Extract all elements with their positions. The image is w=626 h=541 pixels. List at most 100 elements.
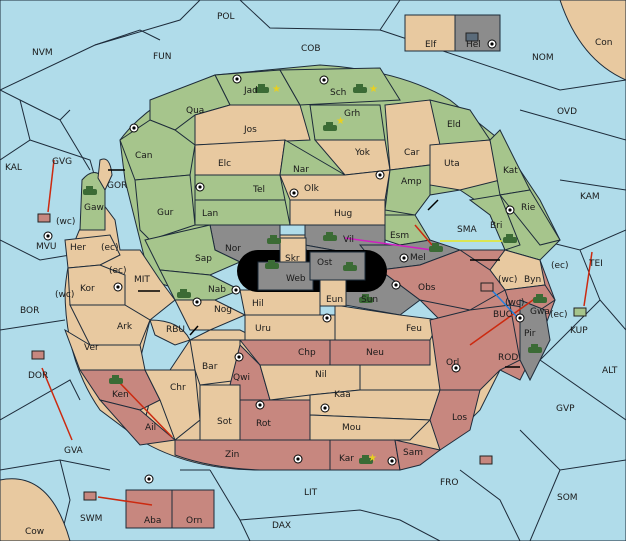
region-nog[interactable] — [174, 299, 247, 331]
region-skr-inner[interactable] — [279, 237, 307, 265]
region-neu[interactable] — [329, 339, 431, 366]
label-orn: Orn — [186, 516, 202, 526]
region-mou[interactable] — [309, 414, 432, 441]
tank-icon[interactable] — [429, 243, 443, 252]
star-icon: ★ — [336, 116, 345, 127]
label-ver: Ver — [84, 343, 99, 353]
order-arrow — [583, 251, 593, 307]
region-obs[interactable] — [378, 249, 506, 311]
region-jos[interactable] — [194, 104, 311, 146]
region-ver[interactable] — [64, 328, 146, 371]
fleet-icon[interactable] — [31, 350, 45, 360]
region-rbu-island[interactable] — [149, 319, 191, 346]
tank-icon[interactable] — [343, 262, 357, 271]
region-elc[interactable] — [194, 139, 286, 176]
region-rot[interactable] — [239, 399, 311, 441]
fleet-icon[interactable] — [480, 282, 494, 292]
region-bar[interactable] — [189, 339, 241, 386]
label-sam: Sam — [403, 448, 423, 458]
label-fun: FUN — [153, 52, 172, 62]
coast-label: (wc) — [505, 298, 524, 308]
tank-icon[interactable] — [83, 186, 97, 195]
tank-icon[interactable] — [528, 344, 542, 353]
region-chr[interactable] — [144, 369, 201, 441]
label-mvu: MVU — [36, 242, 57, 252]
region-gwa[interactable] — [504, 284, 556, 311]
region-sch[interactable] — [279, 67, 401, 106]
label-nor: Nor — [225, 244, 241, 254]
tank-icon[interactable] — [353, 84, 367, 93]
region-elf[interactable] — [404, 14, 456, 52]
label-lit: LIT — [304, 488, 318, 498]
region-kor[interactable] — [67, 264, 126, 306]
order-arrow — [97, 496, 153, 506]
label-rie: Rie — [521, 203, 536, 213]
label-hil: Hil — [252, 299, 264, 309]
region-uta[interactable] — [429, 139, 501, 191]
label-orl: Orl — [446, 358, 459, 368]
tank-icon[interactable] — [359, 294, 373, 303]
tank-icon[interactable] — [255, 84, 269, 93]
star-icon: ★ — [272, 84, 281, 95]
coast-label: (ec) — [550, 310, 568, 320]
region-rie[interactable] — [499, 189, 561, 246]
region-her[interactable] — [64, 234, 121, 269]
tank-icon[interactable] — [267, 235, 281, 244]
order-arrow — [414, 224, 433, 246]
label-grh: Grh — [344, 109, 360, 119]
region-sot[interactable] — [199, 384, 241, 441]
label-uru: Uru — [255, 324, 271, 334]
order-arrows — [41, 159, 593, 506]
label-feu: Feu — [406, 324, 422, 334]
region-gur[interactable] — [134, 174, 196, 241]
star-icon: ★ — [368, 453, 377, 464]
label-nvm: NVM — [32, 48, 53, 58]
label-nog: Nog — [214, 305, 232, 315]
label-gva: GVA — [64, 446, 84, 456]
label-zin: Zin — [225, 450, 239, 460]
region-olk[interactable] — [279, 169, 391, 201]
tank-icon[interactable] — [109, 375, 123, 384]
coast-label: (wc) — [55, 290, 74, 300]
fleet-icon[interactable] — [465, 32, 479, 42]
region-pir[interactable] — [519, 299, 551, 382]
label-ark: Ark — [117, 322, 133, 332]
label-rbu: RBU — [166, 325, 185, 335]
label-kal: KAL — [5, 163, 22, 173]
label-ail: Ail — [145, 423, 156, 433]
label-can: Can — [135, 151, 153, 161]
label-yok: Yok — [354, 148, 371, 158]
supply-centers — [43, 39, 525, 484]
region-orn[interactable] — [171, 489, 215, 529]
region-sam[interactable] — [394, 439, 442, 471]
tank-icon[interactable] — [323, 232, 337, 241]
region-eun-inner[interactable] — [319, 279, 347, 307]
fleet-icon[interactable] — [479, 455, 493, 465]
region-ark[interactable] — [69, 304, 151, 346]
label-sap: Sap — [195, 254, 212, 264]
label-mit: MIT — [134, 275, 150, 285]
tank-icon[interactable] — [359, 455, 373, 464]
region-tel[interactable] — [194, 174, 286, 201]
label-hug: Hug — [334, 209, 352, 219]
region-gor-island[interactable] — [97, 158, 113, 192]
label-ovd: OVD — [557, 107, 577, 117]
region-amp[interactable] — [384, 164, 431, 216]
tank-icon[interactable] — [265, 260, 279, 269]
fleet-icon[interactable] — [573, 307, 587, 317]
region-los[interactable] — [429, 389, 481, 451]
label-sma: SMA — [457, 225, 477, 235]
label-con: Con — [595, 38, 613, 48]
label-alt: ALT — [602, 366, 618, 376]
label-elc: Elc — [218, 159, 231, 169]
tank-icon[interactable] — [533, 294, 547, 303]
coast-label: (wc) — [498, 275, 517, 285]
label-ken: Ken — [112, 390, 129, 400]
tank-icon[interactable] — [323, 122, 337, 131]
label-gaw: Gaw — [84, 203, 104, 213]
tank-icon[interactable] — [503, 234, 517, 243]
fleet-icon[interactable] — [37, 213, 51, 223]
tank-icon[interactable] — [177, 289, 191, 298]
units: ★ ★ ★ ★ — [31, 32, 587, 501]
fleet-icon[interactable] — [83, 491, 97, 501]
